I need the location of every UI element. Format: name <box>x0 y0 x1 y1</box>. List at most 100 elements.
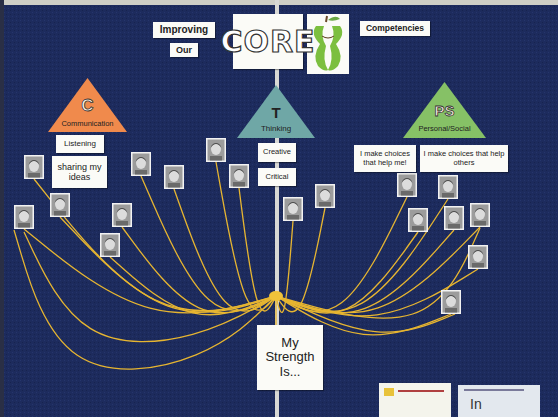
yarn-strand <box>239 188 276 311</box>
yarn-strand <box>141 176 276 311</box>
photo-hair <box>105 238 116 243</box>
photo-face <box>117 208 127 220</box>
text-card: I make choices that help others <box>420 145 508 172</box>
triangle-fill <box>403 82 486 138</box>
photo-face <box>105 238 115 250</box>
photo-frame <box>441 290 461 314</box>
paper-sheet <box>379 383 451 417</box>
photo-hair <box>169 170 180 175</box>
student-photo <box>444 206 464 230</box>
photo-face <box>449 211 459 223</box>
photo-print <box>285 199 302 220</box>
photo-print <box>446 208 463 229</box>
competency-triangle: TThinking <box>237 85 315 138</box>
photo-hair <box>443 180 454 185</box>
student-photo <box>470 203 490 227</box>
card-text: My Strength Is... <box>259 336 321 380</box>
competency-triangle: PS Personal/Social <box>403 82 486 138</box>
photo-shirt <box>104 251 116 256</box>
photo-face <box>19 210 29 222</box>
photo-frame <box>50 193 70 217</box>
photo-face <box>136 157 146 169</box>
bottom-papers <box>379 383 540 417</box>
card-text: Critical <box>266 173 289 181</box>
photo-print <box>208 140 225 161</box>
text-card: My Strength Is... <box>257 325 323 390</box>
competency-letter: C <box>48 96 127 115</box>
photo-print <box>317 186 334 207</box>
photo-shirt <box>233 182 245 187</box>
board-edge <box>0 0 4 417</box>
photo-face <box>402 178 412 190</box>
photo-print <box>102 235 119 256</box>
student-photo <box>408 208 428 232</box>
photo-frame <box>470 203 490 227</box>
photo-shirt <box>287 215 299 220</box>
photo-print <box>16 207 33 228</box>
photo-hair <box>402 178 413 183</box>
photo-frame <box>100 233 120 257</box>
photo-hair <box>320 189 331 194</box>
photo-hair <box>475 208 486 213</box>
yarn-strand <box>276 197 407 311</box>
paper-text: In <box>470 396 482 412</box>
student-photo <box>283 197 303 221</box>
apple-left-side <box>314 26 328 71</box>
yarn-strand <box>60 217 276 312</box>
photo-print <box>410 210 427 231</box>
photo-face <box>320 189 330 201</box>
photo-frame <box>468 245 488 269</box>
photo-shirt <box>448 224 460 229</box>
photo-print <box>399 175 416 196</box>
card-text: Listening <box>64 140 96 149</box>
photo-print <box>52 195 69 216</box>
photo-print <box>26 157 43 178</box>
text-card: I make choices that help me! <box>354 145 416 172</box>
photo-hair <box>211 143 222 148</box>
text-card: Creative <box>258 143 296 162</box>
apple-stem <box>326 16 327 22</box>
photo-shirt <box>401 191 413 196</box>
photo-hair <box>413 213 424 218</box>
text-card: Listening <box>56 135 104 153</box>
photo-hair <box>446 295 457 300</box>
photo-shirt <box>442 193 454 198</box>
card-text: CORE <box>220 25 315 59</box>
student-photo <box>441 290 461 314</box>
competency-letter: PS <box>403 103 486 120</box>
photo-shirt <box>54 211 66 216</box>
photo-shirt <box>474 221 486 226</box>
text-card: Our <box>170 43 198 57</box>
photo-print <box>231 166 248 187</box>
student-photo <box>14 205 34 229</box>
apple-leaf <box>328 17 340 21</box>
text-card: Critical <box>258 168 296 186</box>
photo-face <box>473 250 483 262</box>
card-text: sharing my ideas <box>54 162 105 182</box>
student-photo <box>164 165 184 189</box>
photo-print <box>440 177 457 198</box>
yarn-strand <box>276 228 480 318</box>
yarn-strand <box>24 232 276 342</box>
apple-right-side <box>328 26 342 71</box>
student-photo <box>24 155 44 179</box>
photo-frame <box>206 138 226 162</box>
photo-hair <box>55 198 66 203</box>
photo-hair <box>136 157 147 162</box>
student-photo <box>438 175 458 199</box>
card-text: Competencies <box>366 24 424 34</box>
card-text: I make choices that help others <box>422 150 506 167</box>
competency-name: Communication <box>48 120 127 128</box>
photo-face <box>443 180 453 192</box>
photo-frame <box>164 165 184 189</box>
photo-frame <box>397 173 417 197</box>
student-photo <box>100 233 120 257</box>
competency-name: Personal/Social <box>403 125 486 133</box>
photo-hair <box>473 250 484 255</box>
triangle-fill <box>48 78 127 132</box>
photo-print <box>133 154 150 175</box>
paper-icon <box>384 388 394 396</box>
photo-print <box>472 205 489 226</box>
